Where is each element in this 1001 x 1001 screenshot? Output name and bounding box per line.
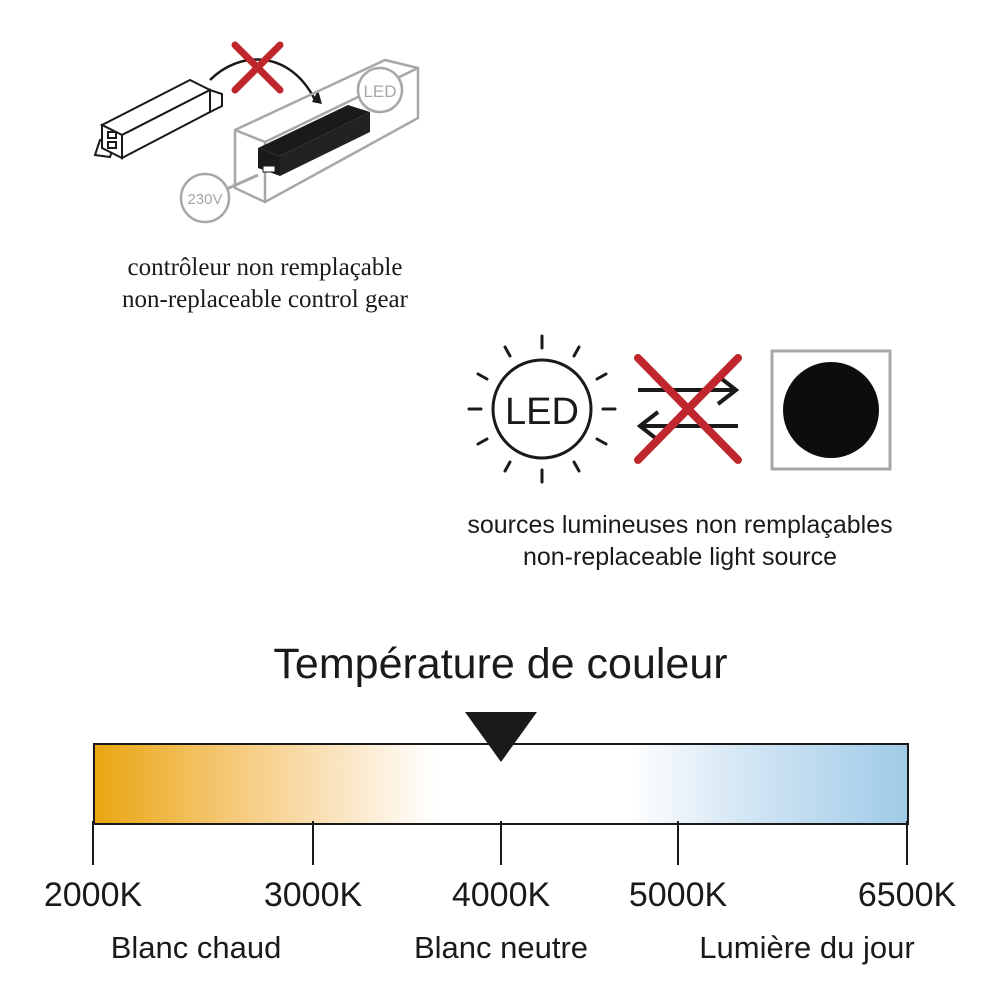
zone-label-neutral: Blanc neutre: [413, 930, 589, 965]
voltage-badge-icon: [179, 172, 231, 224]
led-sun-icon: LED: [467, 334, 617, 484]
light-source-caption: sources lumineuses non remplaçables non-…: [400, 509, 960, 573]
tick-label: 5000K: [628, 876, 728, 914]
indicator-triangle-icon: [465, 712, 537, 762]
light-source-caption-en: non-replaceable light source: [522, 543, 838, 571]
control-gear-caption-fr: contrôleur non remplaçable: [127, 254, 403, 281]
control-gear-caption-en: non-replaceable control gear: [122, 286, 408, 313]
tick-label: 3000K: [263, 876, 363, 914]
light-source-module-icon: [770, 349, 892, 471]
zone-label-warm: Blanc chaud: [110, 930, 282, 965]
control-gear-caption: contrôleur non remplaçable non-replaceab…: [0, 252, 530, 316]
color-temperature-title: Température de couleur: [273, 640, 728, 688]
control-gear-cross-icon: [231, 41, 284, 94]
voltage-badge-label: 230V: [187, 191, 222, 208]
led-sun-label: LED: [505, 391, 579, 433]
no-exchange-icon: [634, 354, 742, 464]
led-badge-icon: [356, 66, 404, 114]
removed-driver-icon: [93, 78, 223, 160]
led-badge-label: LED: [363, 82, 396, 101]
installed-driver-icon: [258, 105, 370, 176]
light-source-caption-fr: sources lumineuses non remplaçables: [467, 511, 893, 539]
zone-label-daylight: Lumière du jour: [699, 930, 915, 965]
tick-label: 2000K: [43, 876, 143, 914]
tick-label: 6500K: [857, 876, 957, 914]
color-temperature-scale: [92, 712, 908, 865]
tick-label: 4000K: [451, 876, 551, 914]
control-gear-illustration: LED 230V: [93, 41, 420, 224]
